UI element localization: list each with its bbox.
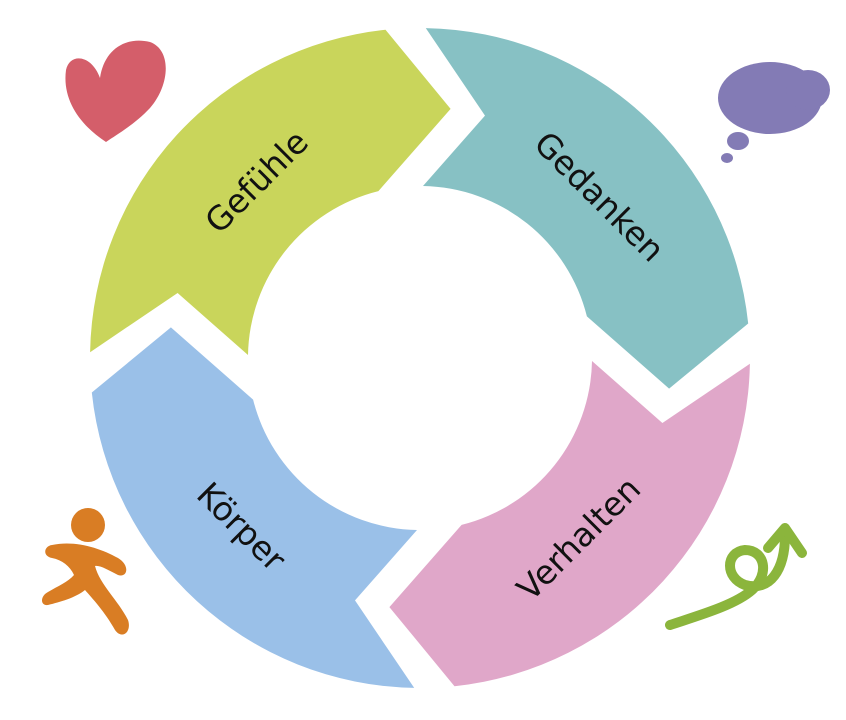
thought-bubble-icon [718,62,830,163]
segment-koerper-arrow [91,327,418,688]
segment-gefuehle-arrow [90,29,451,356]
running-figure-icon [42,508,129,635]
heart-icon [65,40,166,143]
segment-verhalten-arrow [389,361,750,687]
segment-gedanken-arrow [423,28,749,389]
curly-arrow-icon [665,523,807,630]
